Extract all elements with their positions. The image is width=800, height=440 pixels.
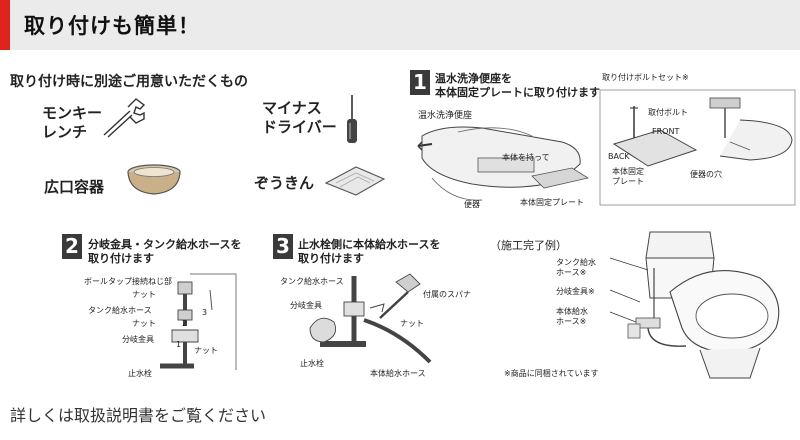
tools-heading: 取り付け時に別途ご用意いただくもの: [10, 74, 248, 90]
tool-screwdriver-label-1: マイナス: [262, 99, 322, 117]
label-body-hose-c1: 本体給水: [556, 307, 588, 316]
label-branch-3: 分岐金具: [290, 301, 322, 310]
tool-screwdriver-label-2: ドライバー: [262, 118, 337, 136]
label-body-hose-c2: ホース※: [556, 317, 587, 326]
screwdriver-icon: [347, 95, 357, 143]
label-num-2: 2: [182, 319, 188, 328]
label-hole: 便器の穴: [690, 170, 722, 179]
step-1-seat-illustration: [417, 126, 590, 201]
label-bolt: 取付ボルト: [648, 108, 688, 117]
label-bolt-set: 取り付けボルトセット※: [602, 73, 689, 82]
header-banner: 取り付けも簡単！: [0, 0, 800, 50]
label-tank-hose-3: タンク給水ホース: [280, 277, 344, 286]
label-tank-hose: タンク給水ホース: [88, 306, 152, 315]
step-1-badge: 1: [410, 70, 430, 95]
bolt-set-illustration: [599, 89, 796, 206]
accent-bar: [0, 0, 10, 50]
step-3-badge: 3: [273, 234, 293, 259]
label-tank-hose-c2: ホース※: [556, 268, 587, 277]
label-nut-a: ナット: [132, 290, 156, 299]
label-toilet: 便器: [464, 200, 480, 209]
step-2-title-line2: 取り付けます: [88, 252, 154, 265]
page-title: 取り付けも簡単！: [24, 14, 200, 38]
bowl-icon: [127, 164, 181, 195]
label-hold: 本体を持って: [502, 153, 550, 162]
step-2-badge: 2: [62, 234, 82, 259]
label-branch-c: 分岐金具※: [556, 287, 595, 296]
label-num-1: 1: [176, 340, 182, 349]
label-back: BACK: [608, 152, 630, 161]
label-tank-hose-c1: タンク給水: [556, 258, 596, 267]
label-plate: 本体固定プレート: [520, 198, 584, 207]
toilet-illustration: [609, 231, 780, 379]
step-1-title-line1: 温水洗浄便座を: [435, 72, 512, 85]
label-stop-valve: 止水栓: [128, 369, 152, 378]
label-body-hose-3: 本体給水ホース: [370, 369, 426, 378]
tool-wrench-label-1: モンキー: [42, 104, 103, 122]
label-ball-tap: ボールタップ接続ねじ部: [84, 277, 172, 286]
label-nut-c: ナット: [194, 346, 218, 355]
label-front: FRONT: [652, 127, 680, 136]
label-num-3: 3: [202, 308, 208, 317]
label-spanner: 付属のスパナ: [423, 290, 471, 299]
rag-icon: [324, 166, 386, 196]
step-1-title-line2: 本体固定プレートに取り付けます: [435, 86, 600, 99]
complete-title: （施工完了例）: [490, 239, 567, 252]
label-nut-b: ナット: [132, 319, 156, 328]
tool-rag-label: ぞうきん: [254, 174, 315, 192]
label-nut-3: ナット: [400, 319, 424, 328]
label-plate2-line1: 本体固定: [612, 167, 644, 176]
label-seat: 温水洗浄便座: [418, 111, 473, 121]
step-2-title-line1: 分岐金具・タンク給水ホースを: [88, 238, 242, 251]
step-3-illustration: [309, 273, 432, 364]
label-branch: 分岐金具: [122, 335, 154, 344]
label-stop-valve-3: 止水栓: [300, 359, 324, 368]
footer-text: 詳しくは取扱説明書をご覧ください: [10, 406, 267, 425]
complete-note: ※商品に同梱されています: [504, 369, 599, 378]
step-2-illustration: [160, 273, 237, 370]
tool-wrench-label-2: レンチ: [42, 123, 88, 141]
label-plate2-line2: プレート: [612, 177, 644, 186]
step-3-title-line2: 取り付けます: [298, 252, 364, 265]
tool-bowl-label: 広口容器: [44, 178, 105, 196]
step-3-title-line1: 止水栓側に本体給水ホースを: [298, 238, 441, 251]
wrench-icon: [103, 98, 146, 138]
